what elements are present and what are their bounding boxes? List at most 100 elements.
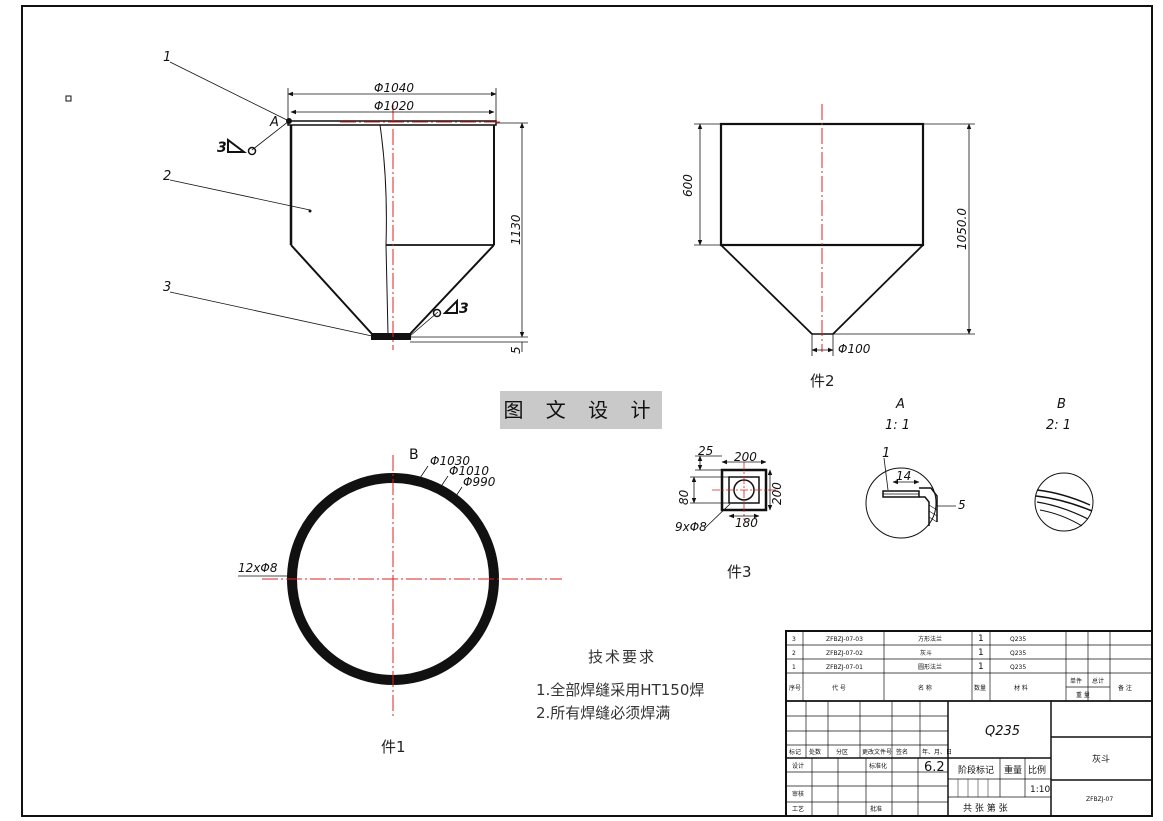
rev-sign: 签名 (896, 748, 908, 756)
front-view (287, 105, 500, 350)
drawing-frame (21, 5, 1153, 817)
weld-size-bottom: 3 (459, 301, 469, 317)
rev-doc: 更改文件号 (862, 748, 892, 756)
bom-row-3-no: 3 (792, 636, 796, 643)
sign-approve: 批准 (870, 805, 882, 813)
dim-h1050: 1050.0 (955, 208, 969, 250)
bom-row-2-code: ZFBZJ-07-02 (826, 650, 863, 657)
bom-row-3-qty: 1 (978, 634, 984, 644)
weld-symbol-top (227, 138, 257, 156)
dim-d100: Φ100 (838, 342, 871, 356)
sign-design: 设计 (792, 762, 804, 770)
weld-size-top: 3 (217, 140, 227, 156)
balloon-3: 3 (163, 280, 171, 295)
view-label-a: A (269, 115, 279, 130)
part3-dimensions (690, 455, 773, 529)
scale-label: 比例 (1028, 764, 1046, 776)
bom-row-3-mat: Q235 (1010, 636, 1026, 643)
weight-label: 重量 (1004, 764, 1022, 776)
dim-d1040: Φ1040 (374, 81, 414, 95)
title-block (785, 630, 1153, 817)
rev-date: 年、月、日 (922, 748, 952, 756)
tech-line2: 2.所有焊缝必须焊满 (536, 704, 670, 722)
dim-h600: 600 (681, 174, 695, 197)
detail-a-title: A (895, 397, 905, 412)
dim-d1010: Φ1010 (449, 464, 489, 478)
bom-h-no: 序号 (789, 684, 801, 692)
bom-row-2-name: 灰斗 (920, 649, 932, 657)
dim-d1030: Φ1030 (430, 454, 470, 468)
bom-row-3-code: ZFBZJ-07-03 (826, 636, 863, 643)
bom-row-3-name: 方形法兰 (918, 635, 942, 643)
surface-roughness: 6.2 (924, 760, 945, 775)
part3-view (712, 462, 776, 520)
bom-row-1-qty: 1 (978, 662, 984, 672)
detail-b-title: B (1057, 397, 1066, 412)
bom-h-mat: 材 料 (1014, 684, 1028, 692)
drawing-code: ZFBZJ-07 (1086, 796, 1113, 803)
tech-line1: 1.全部焊缝采用HT150焊 (536, 681, 704, 699)
dim-h1130: 1130 (509, 214, 523, 245)
rev-count: 处数 (809, 748, 821, 756)
frame-marker (65, 95, 72, 102)
dim-180: 180 (735, 516, 758, 530)
view-label-b: B (409, 447, 419, 463)
sign-process: 工艺 (792, 805, 804, 813)
watermark-label: 图 文 设 计 (500, 391, 662, 429)
detail-b (1034, 472, 1094, 532)
caption-part3: 件3 (727, 563, 752, 581)
front-dimensions (169, 61, 528, 352)
bom-row-2-no: 2 (792, 650, 796, 657)
sheets-label: 共 张 第 张 (963, 802, 1008, 814)
bom-h-total: 总计 (1092, 677, 1104, 685)
bom-h-qty: 数量 (974, 684, 986, 692)
dim-200-top: 200 (734, 450, 757, 464)
leader-dot (286, 118, 292, 124)
bom-h-name: 名 称 (918, 684, 932, 692)
dim-holes-12: 12xΦ8 (238, 561, 278, 575)
detail-b-scale: 2: 1 (1046, 418, 1071, 433)
bom-row-1-no: 1 (792, 664, 796, 671)
stage-label: 阶段标记 (958, 764, 994, 776)
bom-row-1-name: 圆形法兰 (918, 663, 942, 671)
part2-view (719, 104, 925, 352)
drawing-name: 灰斗 (1092, 753, 1110, 765)
detail-a-scale: 1: 1 (885, 418, 910, 433)
sign-std: 标准化 (869, 762, 887, 770)
dim-d1020: Φ1020 (374, 99, 414, 113)
detail-a-balloon: 1 (882, 446, 890, 461)
balloon-2: 2 (163, 169, 171, 184)
tech-title: 技术要求 (588, 648, 656, 666)
rev-mark: 标记 (789, 748, 801, 756)
part2-dimensions (694, 123, 975, 356)
bom-h-weight: 重 量 (1076, 691, 1090, 699)
dim-200-side: 200 (770, 482, 784, 505)
bom-h-code: 代 号 (832, 684, 846, 692)
part1-view (262, 455, 562, 718)
bom-row-1-code: ZFBZJ-07-01 (826, 664, 863, 671)
detail-a-dim5: 5 (958, 498, 966, 512)
detail-a-dim14: 14 (896, 469, 911, 483)
detail-a (865, 457, 956, 539)
weld-symbol-bottom (432, 298, 458, 318)
bom-row-2-qty: 1 (978, 648, 984, 658)
part1-leaders (238, 465, 463, 577)
dim-d990: Φ990 (463, 475, 496, 489)
material-value: Q235 (985, 724, 1020, 739)
bom-h-unit: 单件 (1070, 677, 1082, 685)
bom-row-1-mat: Q235 (1010, 664, 1026, 671)
dim-25: 25 (698, 444, 713, 458)
dim-80: 80 (677, 489, 691, 505)
balloon-1: 1 (163, 50, 171, 65)
dim-holes-9: 9xΦ8 (675, 520, 707, 534)
balloon-dot (308, 209, 312, 213)
bom-row-2-mat: Q235 (1010, 650, 1026, 657)
caption-part2: 件2 (810, 372, 835, 390)
bom-h-remark: 备 注 (1118, 684, 1132, 692)
sign-check: 审核 (792, 790, 804, 798)
caption-part1: 件1 (381, 738, 406, 756)
rev-zone: 分区 (836, 748, 848, 756)
scale-value: 1:10 (1030, 785, 1050, 795)
dim-h5: 5 (509, 346, 523, 354)
